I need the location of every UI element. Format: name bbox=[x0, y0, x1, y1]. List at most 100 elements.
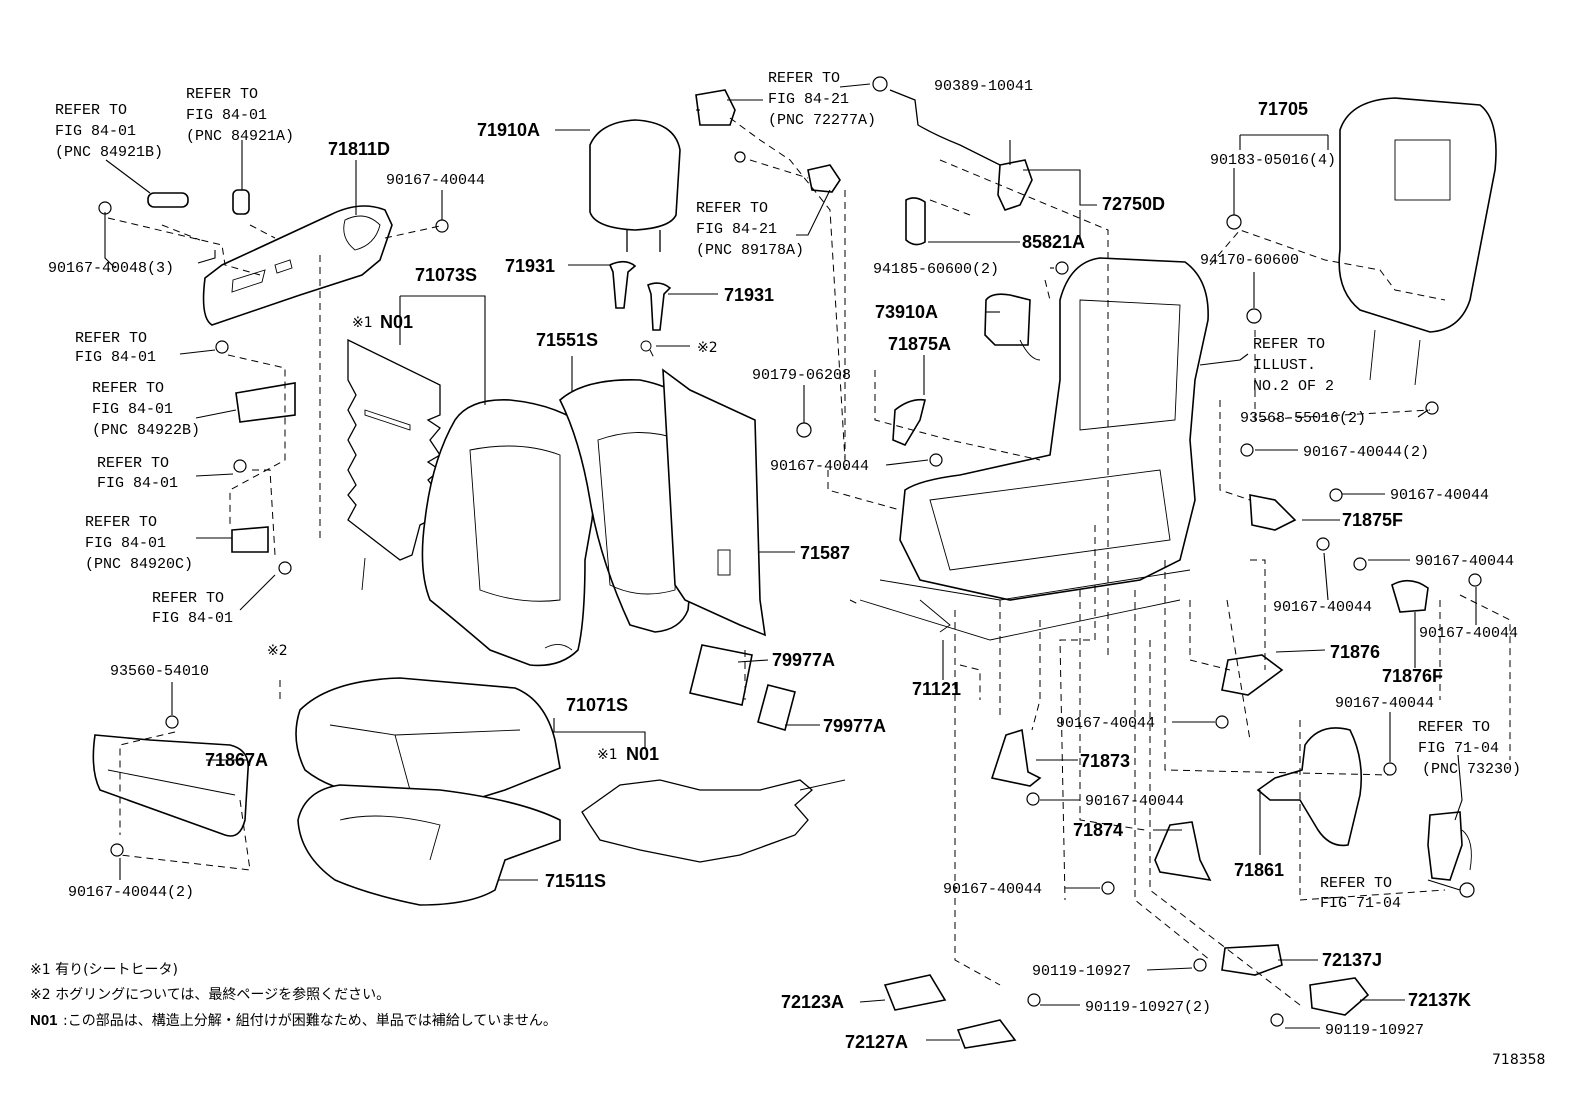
ref-84-01-a-line1: REFER TO bbox=[75, 330, 147, 347]
pn-93568: 93568-55016(2) bbox=[1240, 410, 1366, 427]
pn-71876: 71876 bbox=[1330, 642, 1380, 662]
mark2-b: ※2 bbox=[267, 643, 288, 659]
ref-84922B-line1: REFER TO bbox=[92, 380, 164, 397]
bolts bbox=[98, 76, 1482, 1027]
pn-71587: 71587 bbox=[800, 543, 850, 563]
ref-84-01-c-line1: REFER TO bbox=[152, 590, 224, 607]
ref-illust-line2: ILLUST. bbox=[1253, 357, 1316, 374]
pn-90167-40048: 90167-40048(3) bbox=[48, 260, 174, 277]
ref-84922B-line2: FIG 84-01 bbox=[92, 401, 173, 418]
pn-73910A: 73910A bbox=[875, 302, 938, 322]
pn-90167-40044-a: 90167-40044 bbox=[386, 172, 485, 189]
pn-71931-b: 71931 bbox=[724, 285, 774, 305]
ref-84920C-line1: REFER TO bbox=[85, 514, 157, 531]
ref-84921B-line1: REFER TO bbox=[55, 102, 127, 119]
ref-84921A-line1: REFER TO bbox=[186, 86, 258, 103]
ref-84922B-line3: (PNC 84922B) bbox=[92, 422, 200, 439]
ref-84921A-line2: FIG 84-01 bbox=[186, 107, 267, 124]
backboard-71705 bbox=[1338, 97, 1497, 333]
ref-84920C-line3: (PNC 84920C) bbox=[85, 556, 193, 573]
ref-89178A-line3: (PNC 89178A) bbox=[696, 242, 804, 259]
ref-72277A-line3: (PNC 72277A) bbox=[768, 112, 876, 129]
pn-71867A: 71867A bbox=[205, 750, 268, 770]
cushionpad-71511S bbox=[297, 784, 561, 906]
pn-71931-a: 71931 bbox=[505, 256, 555, 276]
pn-72137K: 72137K bbox=[1408, 990, 1471, 1010]
clip-84921B bbox=[147, 192, 189, 208]
ref-84-01-a-line2: FIG 84-01 bbox=[75, 349, 156, 366]
ref-72277A-line2: FIG 84-21 bbox=[768, 91, 849, 108]
pn-90389: 90389-10041 bbox=[934, 78, 1033, 95]
cover-71861 bbox=[1256, 727, 1363, 847]
ref-84-01-c-line2: FIG 84-01 bbox=[152, 610, 233, 627]
part-drawings bbox=[92, 76, 1497, 1049]
pn-90167-40044-k: 90167-40044 bbox=[1335, 695, 1434, 712]
footnote-3-key: N01 bbox=[30, 1012, 58, 1029]
ref-73230-line2: FIG 71-04 bbox=[1418, 740, 1499, 757]
pn-71705: 71705 bbox=[1258, 99, 1308, 119]
pn-N01-b: N01 bbox=[626, 744, 659, 764]
pn-90167-40044-g: 90167-40044 bbox=[1419, 625, 1518, 642]
pn-85821A: 85821A bbox=[1022, 232, 1085, 252]
ref-84-01-b-line2: FIG 84-01 bbox=[97, 475, 178, 492]
pn-90167-40044-i: 90167-40044 bbox=[1085, 793, 1184, 810]
pn-71511S: 71511S bbox=[545, 871, 606, 891]
ref-72277A-line1: REFER TO bbox=[768, 70, 840, 87]
pn-71875A: 71875A bbox=[888, 334, 951, 354]
pn-90119-a: 90119-10927 bbox=[1032, 963, 1131, 980]
pn-71910A: 71910A bbox=[477, 120, 540, 140]
pn-90167-40044-c: 90167-40044(2) bbox=[1303, 444, 1429, 461]
pn-90119-b: 90119-10927 bbox=[1325, 1022, 1424, 1039]
pn-N01-a: N01 bbox=[380, 312, 413, 332]
pn-94185: 94185-60600(2) bbox=[873, 261, 999, 278]
ref-illust-line3: NO.2 OF 2 bbox=[1253, 378, 1334, 395]
pn-90167-40044-j: 90167-40044 bbox=[943, 881, 1042, 898]
ref-89178A-line1: REFER TO bbox=[696, 200, 768, 217]
pn-71551S: 71551S bbox=[536, 330, 598, 350]
pn-90167-40044-f: 90167-40044 bbox=[1273, 599, 1372, 616]
pn-71861: 71861 bbox=[1234, 860, 1284, 880]
pn-90167-40044-e: 90167-40044 bbox=[1415, 553, 1514, 570]
backpad-71551S bbox=[559, 379, 703, 633]
pn-93560: 93560-54010 bbox=[110, 663, 209, 680]
ref-71-04-line2: FIG 71-04 bbox=[1320, 895, 1401, 912]
pn-71073S: 71073S bbox=[415, 265, 477, 285]
pn-79977A-a: 79977A bbox=[772, 650, 835, 670]
pn-79977A-b: 79977A bbox=[823, 716, 886, 736]
backcover-71073S bbox=[421, 399, 597, 667]
pn-72123A: 72123A bbox=[781, 992, 844, 1012]
airbag-73910A bbox=[984, 293, 1031, 346]
pn-71873: 71873 bbox=[1080, 751, 1130, 771]
ref-84-01-b-line1: REFER TO bbox=[97, 455, 169, 472]
ref-89178A-line2: FIG 84-21 bbox=[696, 221, 777, 238]
footnote-3-text: :この部品は、構造上分解・組付けが困難なため、単品では補給していません。 bbox=[63, 1013, 557, 1029]
guide-lines bbox=[107, 117, 1511, 1006]
ref-84921B-line2: FIG 84-01 bbox=[55, 123, 136, 140]
pn-90167-40044-2: 90167-40044(2) bbox=[68, 884, 194, 901]
pn-71876F: 71876F bbox=[1382, 666, 1443, 686]
pn-90167-40044-d: 90167-40044 bbox=[1390, 487, 1489, 504]
ref-71-04-line1: REFER TO bbox=[1320, 875, 1392, 892]
ref-73230-line1: REFER TO bbox=[1418, 719, 1490, 736]
pn-72127A: 72127A bbox=[845, 1032, 908, 1052]
pn-90179: 90179-06208 bbox=[752, 367, 851, 384]
ref-84921A-line3: (PNC 84921A) bbox=[186, 128, 294, 145]
seatframe-71121 bbox=[899, 257, 1209, 601]
pn-71811D: 71811D bbox=[328, 139, 390, 159]
backboard-71587 bbox=[662, 368, 766, 637]
mark1-a: ※1 bbox=[352, 315, 373, 331]
pn-90119-2: 90119-10927(2) bbox=[1085, 999, 1211, 1016]
pn-72137J: 72137J bbox=[1322, 950, 1382, 970]
cushionheater-N01 bbox=[581, 779, 813, 863]
ref-84920C-line2: FIG 84-01 bbox=[85, 535, 166, 552]
pn-90183: 90183-05016(4) bbox=[1210, 152, 1336, 169]
ref-84921B-line3: (PNC 84921B) bbox=[55, 144, 163, 161]
footnote-2: ※2 ホグリングについては、最終ページを参照ください。 bbox=[30, 986, 390, 1003]
pn-90167-40044-h: 90167-40044 bbox=[1056, 715, 1155, 732]
pn-71071S: 71071S bbox=[566, 695, 628, 715]
headrest-71910A bbox=[589, 119, 681, 231]
diagram-id: 718358 bbox=[1492, 1052, 1545, 1068]
pn-94170: 94170-60600 bbox=[1200, 252, 1299, 269]
ref-73230-line3: (PNC 73230) bbox=[1422, 761, 1521, 778]
